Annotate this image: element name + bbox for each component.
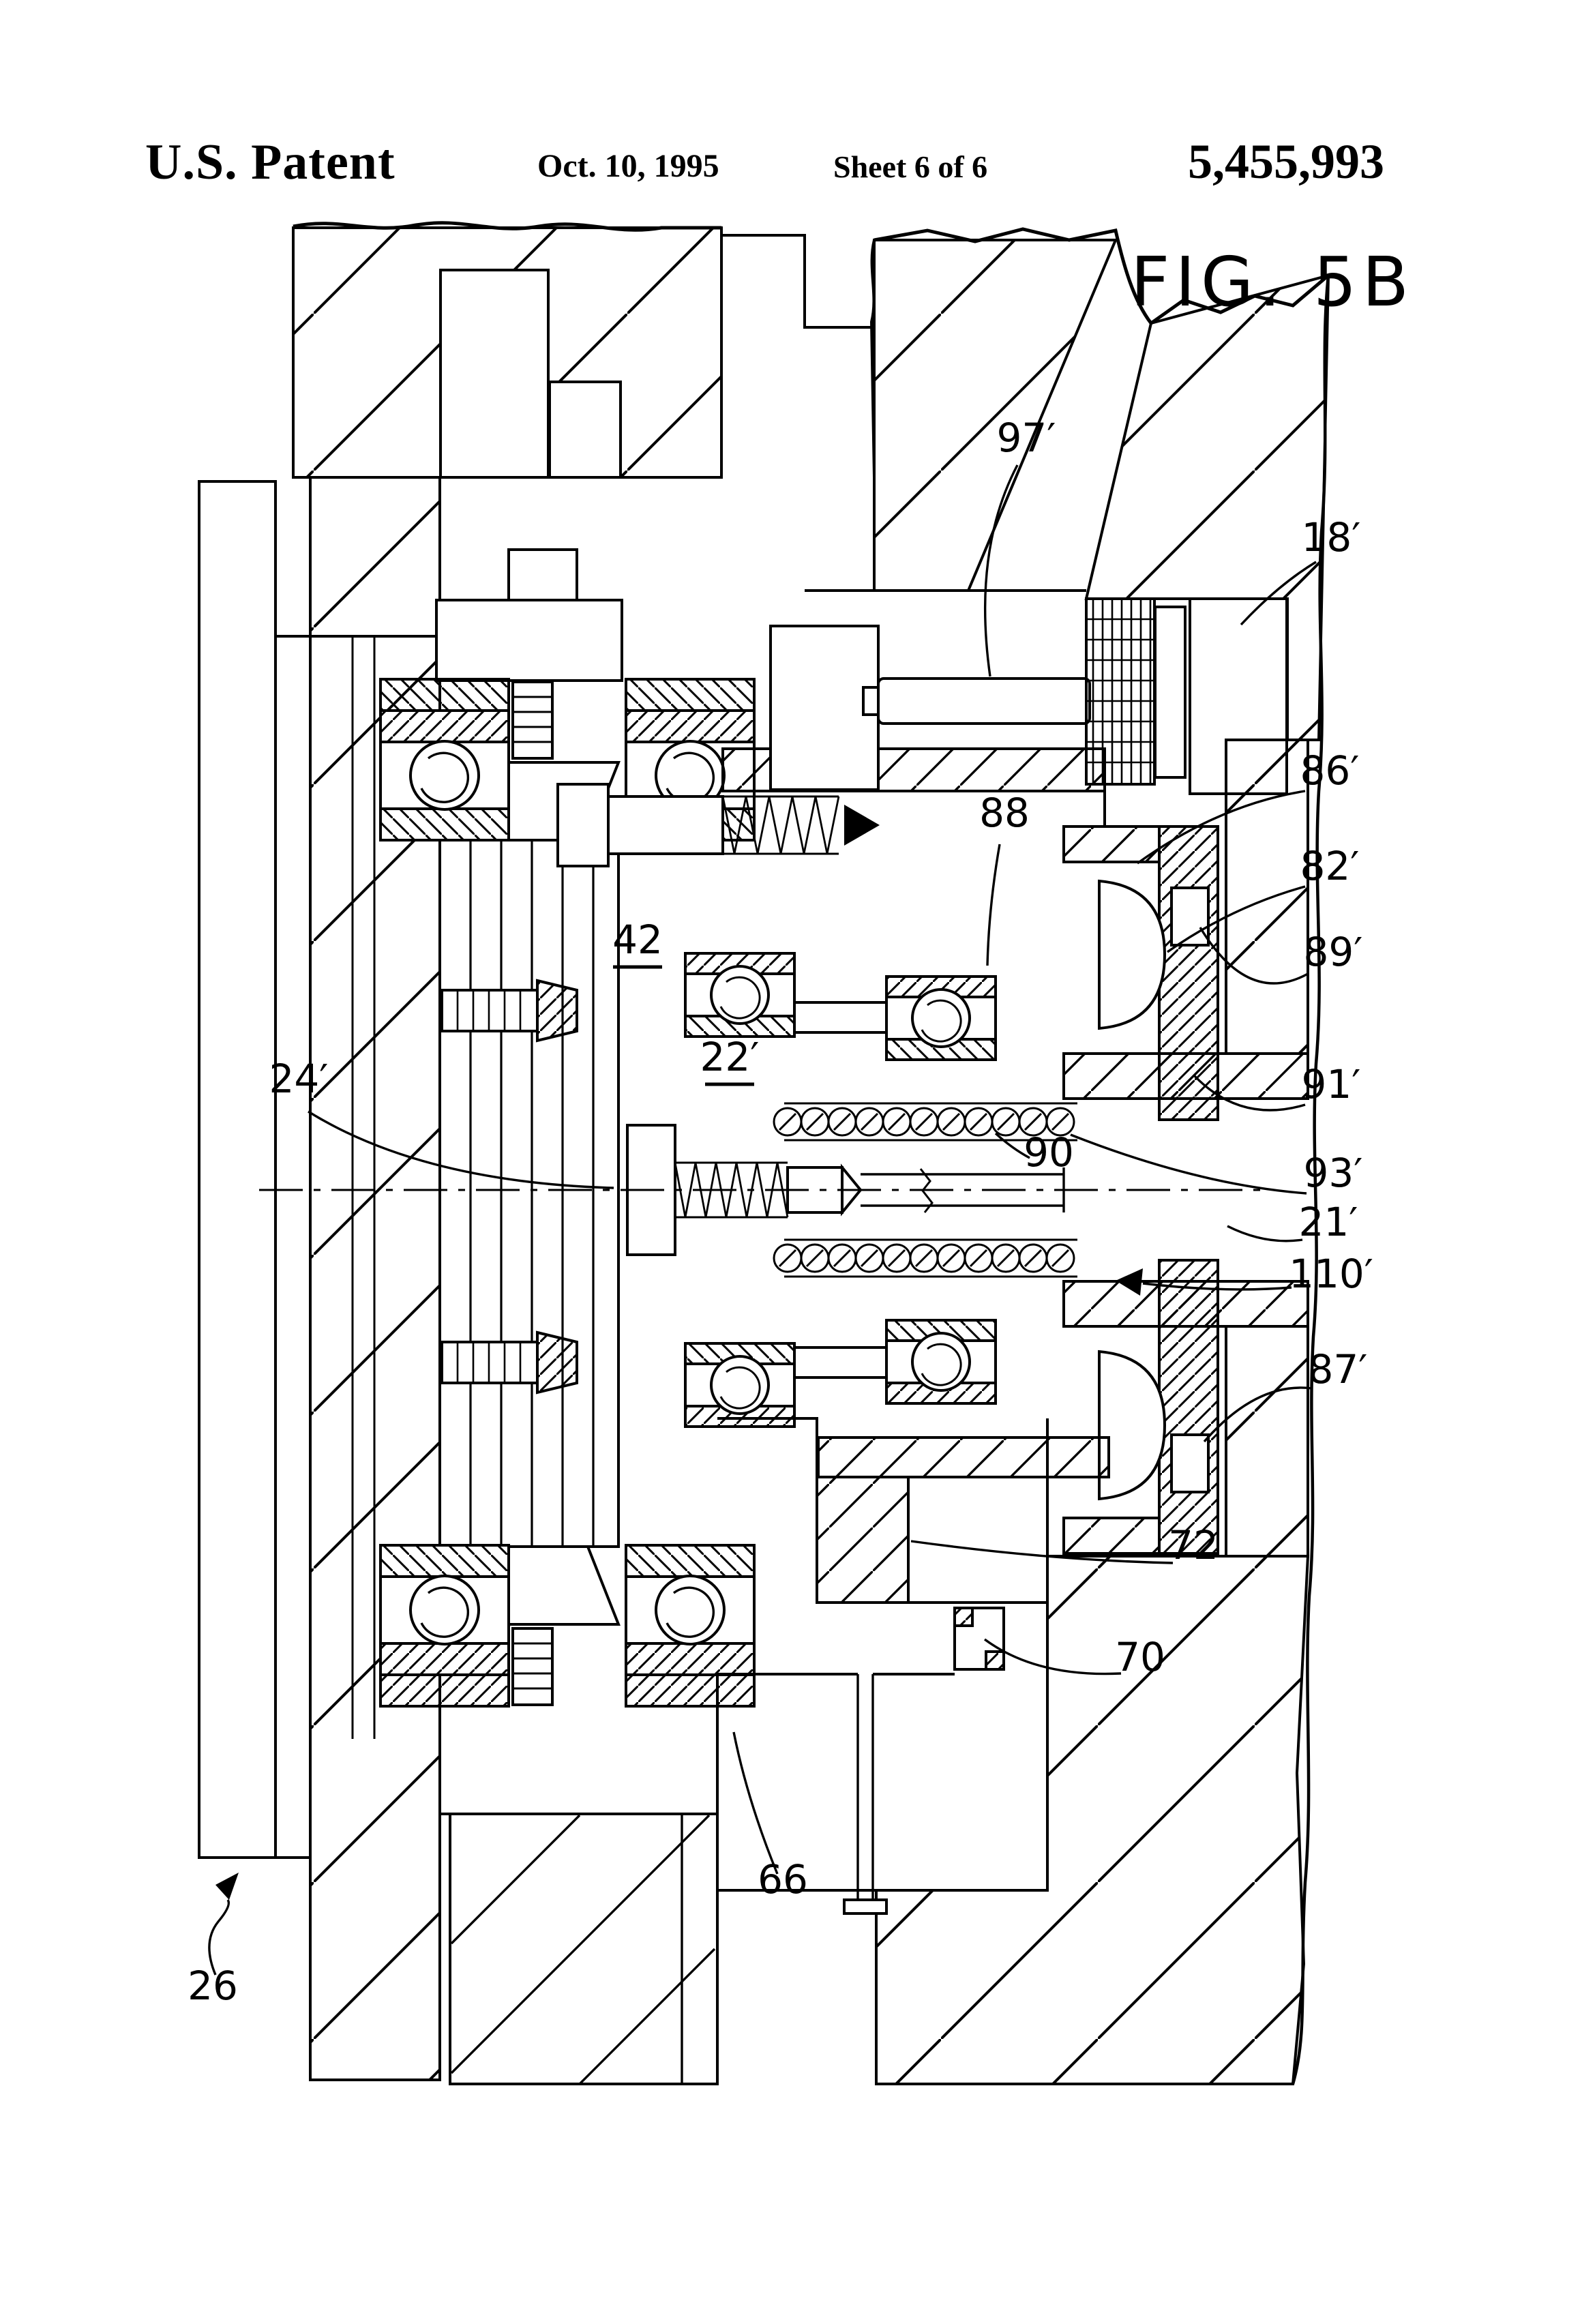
ref-label-82p: 82′ bbox=[1167, 843, 1360, 953]
ref-number-18p: 18′ bbox=[1302, 514, 1361, 561]
pilot-bearing-lower-left bbox=[684, 1342, 796, 1428]
leader-line-91p bbox=[1193, 1075, 1306, 1112]
ref-label-90: 90 bbox=[994, 1129, 1074, 1176]
ref-number-87p: 87′ bbox=[1309, 1346, 1368, 1392]
ref-number-90: 90 bbox=[1024, 1129, 1074, 1176]
pilot-bearing-upper-right bbox=[885, 975, 997, 1061]
ref-number-66: 66 bbox=[758, 1856, 808, 1903]
ball-bearing-top-left bbox=[379, 678, 510, 841]
header-patent-label: U.S. Patent bbox=[145, 134, 395, 190]
pilot-bearing-lower-right bbox=[885, 1319, 997, 1405]
leader-line-90 bbox=[994, 1132, 1030, 1159]
flywheel-plate bbox=[198, 480, 310, 1859]
clamp-stud-top bbox=[511, 681, 554, 760]
reference-labels-layer: 97′ 18′ 86′ 82′ 89′ 91′ 93′21′ 110′ 87′ 88 42 22′ 24… bbox=[188, 415, 1373, 2009]
clamp-stud-bottom bbox=[511, 1627, 554, 1706]
ref-label-89p: 89′ bbox=[1199, 927, 1363, 985]
ref-number-72: 72 bbox=[1168, 1522, 1219, 1568]
ref-label-66: 66 bbox=[732, 1731, 808, 1903]
leader-line-72 bbox=[910, 1540, 1174, 1564]
ref-number-97p: 97′ bbox=[997, 415, 1056, 461]
ref-label-18p: 18′ bbox=[1240, 514, 1361, 626]
ref-label-72: 72 bbox=[910, 1522, 1219, 1568]
set-screw-lower bbox=[441, 1330, 578, 1395]
ref-label-42: 42 bbox=[612, 917, 663, 969]
upper-left-housing-block bbox=[292, 221, 723, 479]
ref-number-26: 26 bbox=[188, 1963, 238, 2009]
leader-line-26 bbox=[208, 1898, 230, 1976]
ref-number-110p: 110′ bbox=[1289, 1251, 1373, 1297]
ref-label-93p: 93′ bbox=[1070, 1133, 1363, 1196]
hub-neck bbox=[435, 548, 623, 682]
lower-left-columns bbox=[440, 1813, 719, 2085]
coil-spring-lower bbox=[773, 1238, 1077, 1278]
leader-line-21p bbox=[1227, 1225, 1303, 1242]
lower-hub-assembly bbox=[716, 1417, 1110, 1915]
coil-spring-upper bbox=[773, 1102, 1077, 1142]
ref-number-82p: 82′ bbox=[1300, 843, 1360, 889]
leader-line-110p bbox=[1142, 1282, 1292, 1291]
ref-number-88: 88 bbox=[979, 790, 1030, 836]
ref-number-21p: 21′ bbox=[1299, 1199, 1358, 1245]
ref-number-86p: 86′ bbox=[1300, 747, 1360, 794]
ball-bearing-bottom-right bbox=[625, 1544, 756, 1708]
torn-right-edge bbox=[1291, 275, 1330, 2085]
leader-line-93p bbox=[1070, 1133, 1307, 1195]
leader-line-66 bbox=[732, 1731, 779, 1875]
clutch-disc-pack bbox=[438, 761, 621, 1626]
control-shaft-assembly bbox=[769, 625, 1091, 791]
ref-number-22p: 22′ bbox=[700, 1034, 760, 1080]
leader-line-18p bbox=[1240, 561, 1317, 626]
ref-label-21p: 21′ bbox=[1227, 1199, 1358, 1245]
set-screw-upper bbox=[441, 979, 578, 1043]
upper-bolt bbox=[556, 783, 880, 867]
leader-arrowhead-110p bbox=[1116, 1268, 1143, 1296]
leader-line-24p bbox=[308, 1110, 614, 1189]
header-date: Oct. 10, 1995 bbox=[537, 148, 719, 184]
ref-label-88: 88 bbox=[979, 790, 1030, 966]
ref-number-24p: 24′ bbox=[269, 1056, 329, 1102]
upper-right-housing-block bbox=[721, 227, 1330, 741]
leader-line-89p bbox=[1199, 927, 1309, 985]
lower-right-housing-block bbox=[875, 1555, 1310, 2085]
leader-arrowhead-26 bbox=[215, 1873, 239, 1900]
header-sheet: Sheet 6 of 6 bbox=[833, 149, 988, 184]
leader-line-82p bbox=[1167, 885, 1306, 953]
leader-line-87p bbox=[1203, 1386, 1313, 1443]
ref-number-91p: 91′ bbox=[1302, 1061, 1361, 1107]
figure-title: FIG. 5B bbox=[1131, 242, 1414, 322]
leader-line-70 bbox=[983, 1638, 1122, 1675]
pilot-bearing-upper-left bbox=[684, 952, 796, 1038]
leader-line-88 bbox=[986, 844, 1001, 966]
ref-label-86p: 86′ bbox=[1137, 747, 1360, 865]
ball-bearing-bottom-left bbox=[379, 1544, 510, 1708]
ref-label-110p: 110′ bbox=[1116, 1251, 1373, 1297]
ref-number-42: 42 bbox=[612, 917, 663, 963]
ref-number-70: 70 bbox=[1115, 1634, 1165, 1680]
ref-label-97p: 97′ bbox=[983, 415, 1056, 677]
ref-number-89p: 89′ bbox=[1304, 929, 1363, 975]
ref-number-93p: 93′ bbox=[1304, 1150, 1363, 1196]
ref-label-22p: 22′ bbox=[700, 1034, 760, 1086]
cylinder-wall bbox=[1062, 739, 1309, 1558]
ref-label-91p: 91′ bbox=[1193, 1061, 1361, 1112]
ref-label-87p: 87′ bbox=[1203, 1346, 1368, 1443]
ref-label-26: 26 bbox=[188, 1873, 239, 2009]
ref-label-70: 70 bbox=[983, 1634, 1165, 1680]
leader-line-86p bbox=[1137, 790, 1306, 865]
leader-line-97p bbox=[983, 464, 1019, 677]
header-patent-number: 5,455,993 bbox=[1188, 134, 1384, 189]
ref-label-24p: 24′ bbox=[269, 1056, 614, 1189]
